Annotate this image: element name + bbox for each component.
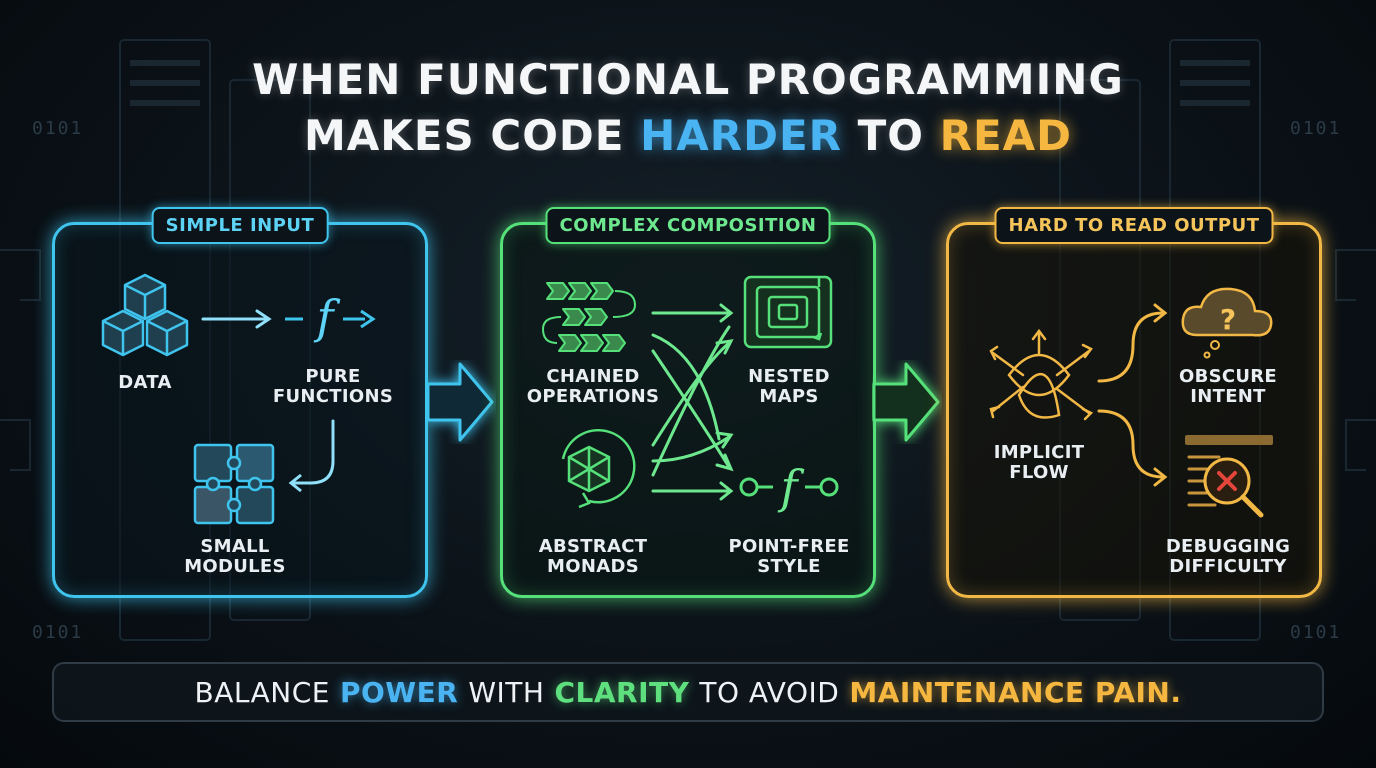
nested-squares-icon [743,275,833,349]
question-cloud-icon: ? [1181,287,1273,359]
svg-text:?: ? [1220,303,1236,336]
chain-arrows-icon [542,282,636,352]
cubes-icon [101,273,189,357]
simple-input-label: SIMPLE INPUT [151,207,329,244]
branching-arrows [1097,303,1168,487]
hard-to-read-output-panel: HARD TO READ OUTPUT ? [946,207,1322,598]
puzzle-icon [193,443,275,525]
flow-arrow-input-to-composition [426,362,494,442]
title-text: MAKES CODE [303,111,625,160]
title-highlight-harder: HARDER [640,111,842,160]
caption-debugging-difficulty: DEBUGGING DIFFICULTY [1165,536,1291,577]
svg-text:f: f [313,290,340,344]
magnifier-error-icon [1185,435,1273,518]
binary-decoration: 0101 [1290,622,1342,643]
footer-highlight-maintenance-pain: MAINTENANCE PAIN. [849,675,1182,709]
simple-input-panel: SIMPLE INPUT f [52,207,428,598]
tangled-flow-arrows [651,303,734,501]
complex-composition-diagram: f [542,275,839,514]
complex-composition-label: COMPLEX COMPOSITION [545,207,831,244]
binary-decoration: 0101 [32,118,84,139]
caption-data: DATA [118,372,172,393]
page-title: WHEN FUNCTIONAL PROGRAMMING MAKES CODE H… [0,52,1376,164]
arrow-head [288,473,302,493]
hard-to-read-output-diagram: ? [989,287,1273,518]
caption-pure-functions: PURE FUNCTIONS [272,366,394,407]
caption-point-free-style: POINT-FREE STYLE [728,536,850,577]
function-icon: f [285,290,376,344]
title-line-1: WHEN FUNCTIONAL PROGRAMMING [252,55,1124,104]
caption-implicit-flow: IMPLICIT FLOW [993,442,1085,483]
title-highlight-read: READ [939,111,1073,160]
binary-decoration: 0101 [1290,118,1342,139]
monad-icon [561,428,636,509]
title-text: TO [857,111,924,160]
tangle-icon [989,328,1094,421]
flow-arrow [201,309,272,329]
svg-text:f: f [777,460,804,514]
footer-highlight-clarity: CLARITY [554,675,690,709]
footer-text: BALANCE [194,675,330,709]
caption-obscure-intent: OBSCURE INTENT [1178,366,1278,407]
complex-composition-panel: COMPLEX COMPOSITION [500,207,876,598]
caption-chained-operations: CHAINED OPERATIONS [526,366,660,407]
hard-to-read-output-label: HARD TO READ OUTPUT [994,207,1274,244]
footer-banner: BALANCE POWER WITH CLARITY TO AVOID MAIN… [52,662,1324,722]
caption-nested-maps: NESTED MAPS [748,366,830,407]
binary-decoration: 0101 [32,622,84,643]
simple-input-diagram: f [101,273,376,525]
caption-small-modules: SMALL MODULES [184,536,286,577]
flow-arrow-composition-to-output [872,362,940,442]
footer-text: WITH [468,675,545,709]
footer-text: TO AVOID [699,675,840,709]
flow-arrow [291,419,335,485]
caption-abstract-monads: ABSTRACT MONADS [538,536,648,577]
function-node-icon: f [739,460,839,514]
footer-highlight-power: POWER [339,675,459,709]
title-line-2: MAKES CODE HARDER TO READ [0,108,1376,164]
